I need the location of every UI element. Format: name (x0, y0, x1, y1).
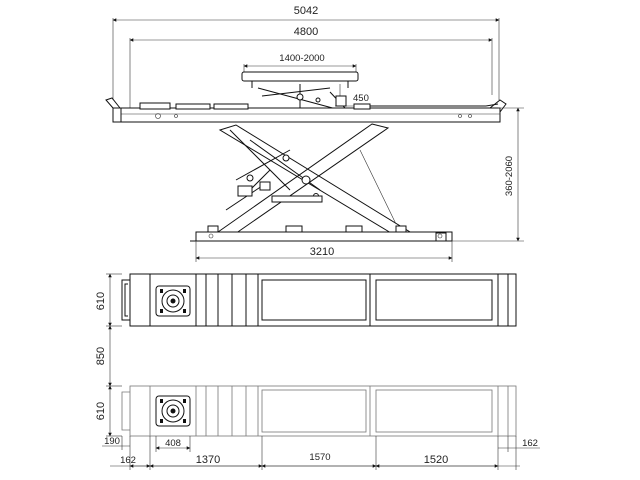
section-b-label: 1570 (309, 452, 330, 463)
dimension-width-lower: 610 (95, 385, 122, 437)
height-range-label: 360-2060 (504, 156, 515, 196)
dimension-right-end: 162 (498, 436, 540, 452)
main-platform (105, 97, 507, 123)
base-frame (190, 225, 453, 242)
spacing-label: 850 (95, 347, 107, 365)
dimension-spacing: 850 (95, 325, 112, 387)
side-view: 5042 4800 1400-2000 450 (105, 5, 524, 262)
upper-lift-arm (241, 71, 359, 111)
dimension-turntable-span: 1400-2000 (243, 53, 357, 72)
dimension-platform-length: 4800 (129, 26, 493, 108)
dimension-overall-length: 5042 (112, 5, 500, 100)
top-view-lower: 610 190 408 162 (95, 385, 540, 470)
dimension-width-upper: 610 (95, 273, 122, 327)
section-c-label: 1520 (424, 454, 448, 466)
dimension-end-offset: 190 (102, 436, 130, 450)
overall-length-label: 5042 (294, 5, 318, 17)
scissor-mechanism (216, 123, 412, 237)
dimension-height-range: 360-2060 (452, 107, 524, 242)
right-end-label: 162 (522, 438, 538, 449)
dimension-base-length: 3210 (195, 241, 453, 262)
end-offset-label: 190 (104, 436, 120, 447)
top-view-upper: 610 (95, 273, 517, 327)
width-upper-label: 610 (95, 292, 107, 310)
left-end-label: 162 (120, 455, 136, 466)
section-a-label: 1370 (196, 454, 220, 466)
platform-length-label: 4800 (294, 26, 318, 38)
turntable-span-label: 1400-2000 (279, 53, 324, 64)
turntable-dim-label: 408 (165, 438, 181, 449)
width-lower-label: 610 (95, 402, 107, 420)
dimension-chain-bottom: 162 1370 1570 1520 (110, 436, 520, 470)
dimension-turntable: 408 (155, 436, 191, 452)
base-length-label: 3210 (310, 246, 334, 258)
turntable-width-label: 450 (353, 93, 369, 104)
